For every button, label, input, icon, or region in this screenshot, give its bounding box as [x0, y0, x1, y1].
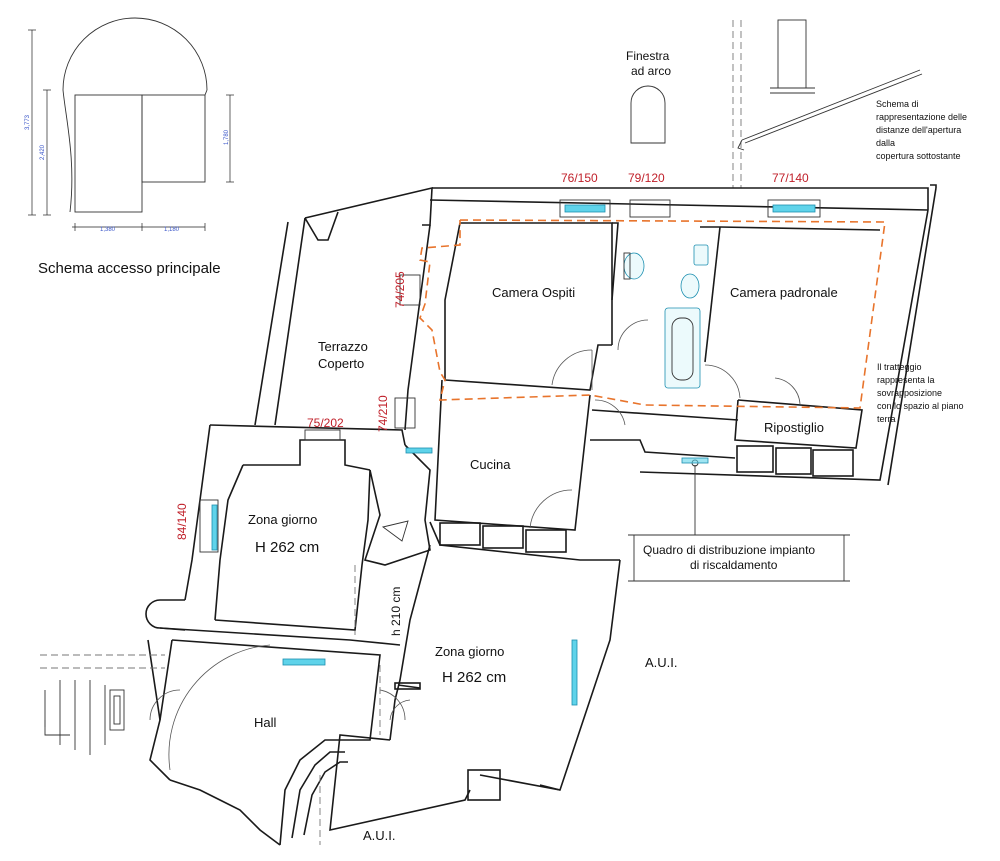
room-camera-padronale: Camera padronale [730, 285, 838, 300]
room-zona-giorno-2: Zona giorno [435, 644, 504, 659]
aui-label-east: A.U.I. [645, 655, 678, 670]
overlap-dashed-line [419, 219, 886, 409]
plan-windows [199, 199, 821, 706]
room-cucina: Cucina [470, 457, 511, 472]
tratteggio-note-1: Il tratteggio [877, 362, 922, 372]
room-zona-giorno-1-h: H 262 cm [255, 539, 319, 556]
schema-title: Schema accesso principale [38, 260, 221, 277]
quadro-distribuzione [628, 457, 850, 582]
tratteggio-note-3: sovrapposizione [877, 388, 942, 398]
height-210: h 210 cm [389, 587, 403, 636]
dim-h-left: 2,420 [40, 144, 46, 160]
finestra-arco-shape [630, 85, 666, 144]
schema-note-4: dalla [876, 138, 895, 148]
quadro-label-2: di riscaldamento [690, 558, 778, 572]
opening-75-202: 75/202 [307, 416, 344, 430]
schema-distanze-drawing [732, 19, 923, 188]
quadro-label-1: Quadro di distribuzione impianto [643, 543, 815, 557]
room-terrazzo-2: Coperto [318, 356, 364, 371]
room-terrazzo-1: Terrazzo [318, 339, 368, 354]
schema-note-5: copertura sottostante [876, 151, 961, 161]
opening-79-120: 79/120 [628, 171, 665, 185]
tratteggio-note-2: rappresenta la [877, 375, 935, 385]
opening-76-150: 76/150 [561, 171, 598, 185]
room-zona-giorno-2-h: H 262 cm [442, 669, 506, 686]
opening-74-210: 74/210 [376, 395, 390, 432]
dim-w-left: 1,380 [100, 227, 116, 233]
schema-note-1: Schema di [876, 99, 919, 109]
room-zona-giorno-1: Zona giorno [248, 512, 317, 527]
aui-label-south: A.U.I. [363, 828, 396, 843]
dim-h-total: 3,773 [25, 114, 31, 130]
schema-note-2: rappresentazione delle [876, 112, 967, 122]
plan-walls [40, 184, 937, 846]
room-camera-ospiti: Camera Ospiti [492, 285, 575, 300]
finestra-label-2: ad arco [631, 64, 671, 78]
finestra-label-1: Finestra [626, 49, 670, 63]
dim-h-right: 1,780 [224, 129, 230, 145]
schema-accesso-drawing [28, 17, 234, 231]
room-hall: Hall [254, 715, 277, 730]
plan-doors [149, 319, 801, 845]
opening-84-140: 84/140 [175, 503, 189, 540]
opening-74-205: 74/205 [393, 271, 407, 308]
room-ripostiglio: Ripostiglio [764, 420, 824, 435]
opening-77-140: 77/140 [772, 171, 809, 185]
schema-note-3: distanze dell'apertura [876, 125, 961, 135]
tratteggio-note-4: con lo spazio al piano [877, 401, 964, 411]
bathroom-fixtures [623, 244, 709, 389]
dim-w-right: 1,180 [164, 227, 180, 233]
tratteggio-note-5: terra [877, 414, 896, 424]
